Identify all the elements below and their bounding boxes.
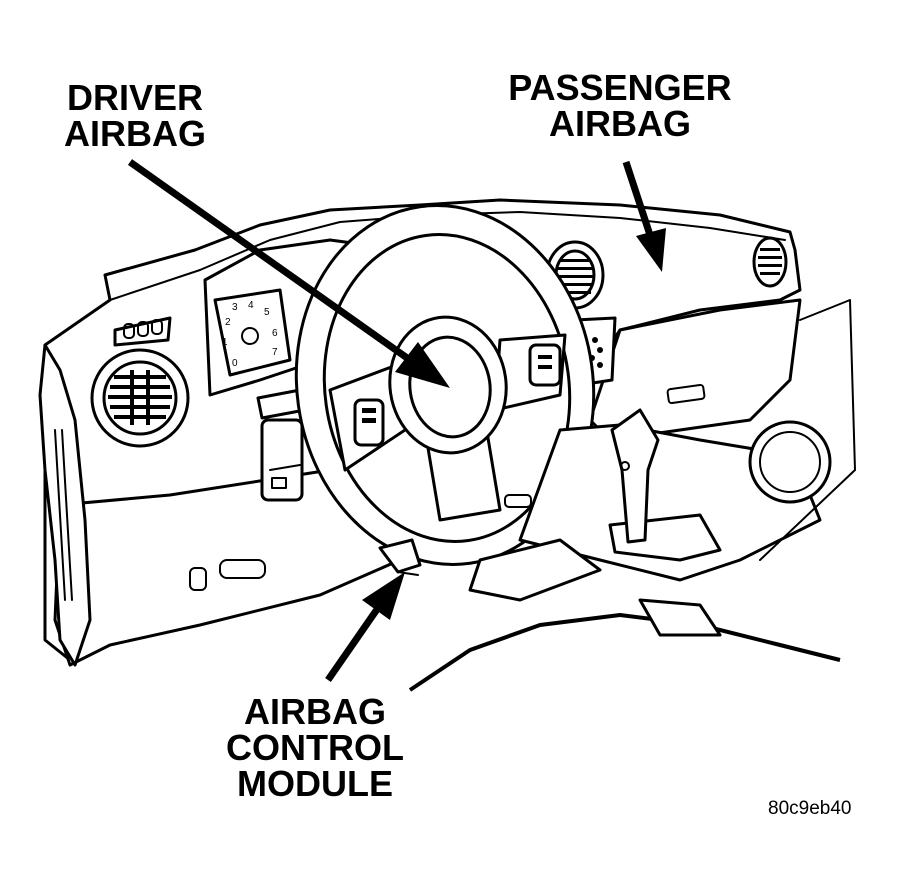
center-console xyxy=(408,299,856,692)
left-air-vent xyxy=(90,348,190,448)
label-line: DRIVER xyxy=(66,77,204,118)
airbag-control-module-body xyxy=(378,538,422,576)
tach-number: 5 xyxy=(264,307,270,318)
tach-number: 6 xyxy=(272,328,278,339)
label-line: AIRBAG xyxy=(244,691,386,732)
arrow-driver-airbag xyxy=(127,159,450,388)
figure-id: 80c9eb40 xyxy=(768,798,852,819)
turn-signal-stalk xyxy=(256,388,307,502)
tach-number: 4 xyxy=(248,300,254,311)
tach-number: 1 xyxy=(222,337,228,348)
label-line: PASSENGER xyxy=(508,67,732,108)
right-air-vent xyxy=(752,236,788,288)
label-line: AIRBAG xyxy=(549,103,691,144)
passenger-airbag-label: PASSENGER AIRBAG xyxy=(500,70,740,142)
tach-number: 3 xyxy=(232,302,238,313)
driver-airbag-label: DRIVER AIRBAG xyxy=(60,80,210,152)
label-line: MODULE xyxy=(237,763,393,804)
switch-pod xyxy=(113,316,172,347)
arrow-airbag-control-module xyxy=(325,572,405,682)
tach-number: 2 xyxy=(225,317,231,328)
label-line: AIRBAG xyxy=(64,113,206,154)
tach-number: 7 xyxy=(272,347,278,358)
airbag-control-module-label: AIRBAG CONTROL MODULE xyxy=(215,694,415,802)
arrow-passenger-airbag xyxy=(622,160,666,272)
tach-number: 0 xyxy=(232,358,238,369)
label-line: CONTROL xyxy=(226,727,404,768)
